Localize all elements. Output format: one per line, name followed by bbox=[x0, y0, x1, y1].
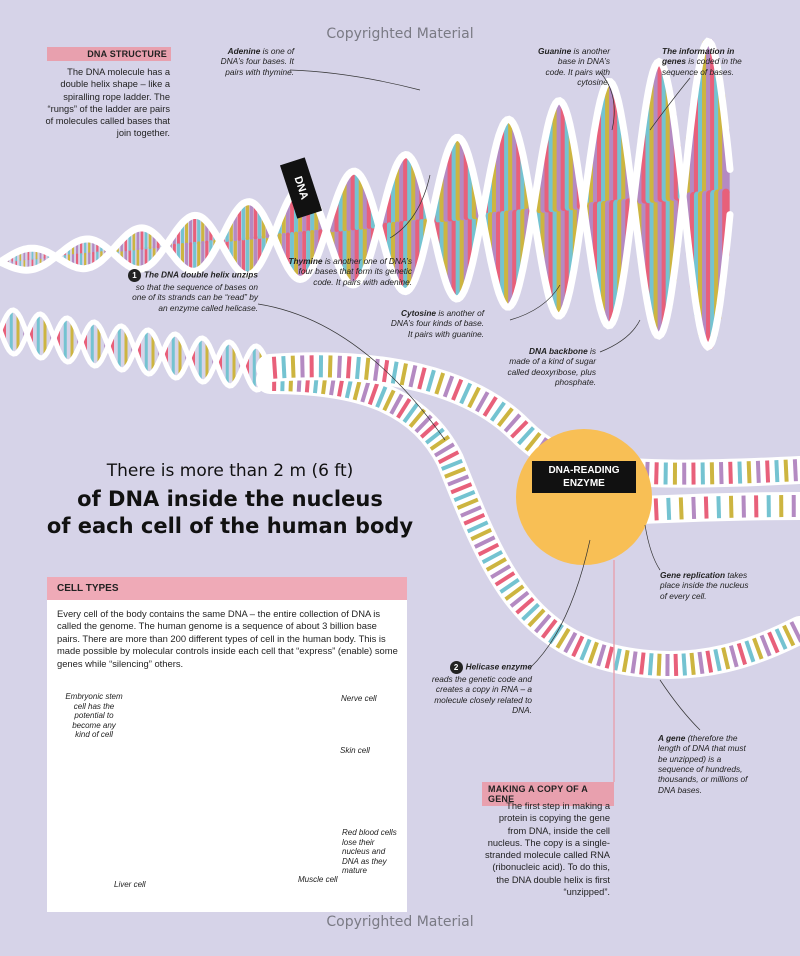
unzipped-dna bbox=[0, 307, 800, 679]
caption-cytosine: Cytosine is another of DNA’s four kinds … bbox=[390, 308, 484, 339]
step-badge-2: 2 bbox=[449, 661, 463, 674]
caption-backbone: DNA backbone is made of a kind of sugar … bbox=[507, 346, 596, 388]
caption-gene: A gene (therefore the length of DNA that… bbox=[658, 733, 748, 795]
label-skin-cell: Skin cell bbox=[340, 746, 370, 755]
caption-guanine: Guanine is another base in DNA’s code. I… bbox=[538, 46, 610, 88]
headline-line-1: There is more than 2 m (6 ft) bbox=[106, 461, 354, 481]
enzyme-label: DNA-READING ENZYME bbox=[532, 461, 636, 493]
headline-line-3: of each cell of the human body bbox=[46, 514, 414, 539]
dna-structure-header: DNA STRUCTURE bbox=[47, 47, 171, 61]
dna-reading-enzyme bbox=[516, 429, 652, 565]
headline-line-2: of DNA inside the nucleus bbox=[77, 487, 383, 511]
label-red-blood-cells: Red blood cells lose their nucleus and D… bbox=[342, 828, 397, 876]
cell-types-panel: CELL TYPES Every cell of the body contai… bbox=[47, 577, 407, 912]
leader-lines bbox=[257, 69, 701, 731]
caption-adenine: Adenine is one of DNA’s four bases. It p… bbox=[220, 46, 294, 77]
label-muscle-cell: Muscle cell bbox=[298, 875, 338, 884]
watermark-top: Copyrighted Material bbox=[326, 26, 474, 42]
gene-copy-text: The first step in making a protein is co… bbox=[484, 801, 610, 897]
dna-structure-text: The DNA molecule has a double helix shap… bbox=[45, 67, 170, 139]
step-badge-1: 1 bbox=[127, 269, 141, 282]
cell-types-text: Every cell of the body contains the same… bbox=[57, 608, 398, 669]
headline-main: of DNA inside the nucleus of each cell o… bbox=[40, 486, 420, 541]
label-nerve-cell: Nerve cell bbox=[341, 694, 377, 703]
caption-information: The information in genes is coded in the… bbox=[662, 46, 742, 77]
gene-copy-header: MAKING A COPY OF A GENE bbox=[482, 782, 614, 806]
watermark-bottom: Copyrighted Material bbox=[326, 914, 474, 930]
caption-thymine: Thymine is another one of DNA’s four bas… bbox=[288, 256, 412, 287]
caption-replication: Gene replication takes place inside the … bbox=[660, 570, 749, 601]
label-stem-cell: Embryonic stem cell has the potential to… bbox=[65, 692, 123, 740]
cell-types-header: CELL TYPES bbox=[47, 577, 407, 600]
label-liver-cell: Liver cell bbox=[114, 880, 146, 889]
